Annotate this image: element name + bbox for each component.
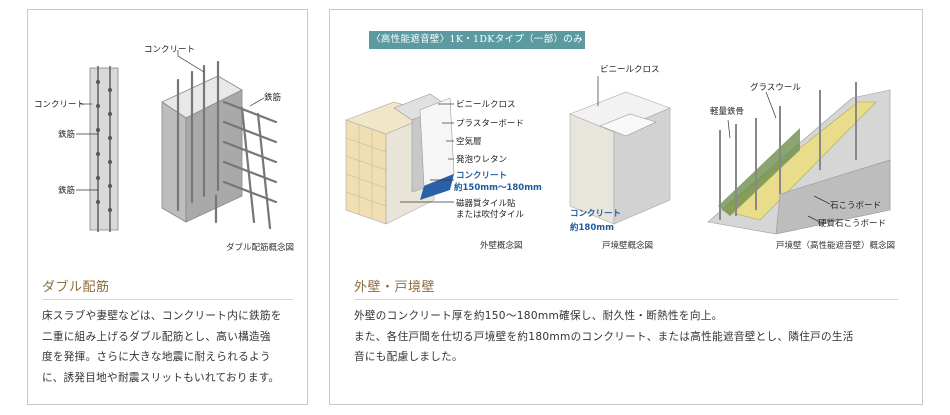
body-double-rebar: 床スラブや妻壁などは、コンクリート内に鉄筋を 二重に組み上げるダブル配筋とし、高… [42, 306, 302, 388]
label-sp-gypsum: 石こうボード [830, 201, 881, 211]
label-rebar-left-2: 鉄筋 [58, 185, 75, 196]
label-part-vinyl: ビニールクロス [600, 65, 660, 75]
wall-illustrations: ビニールクロス プラスターボード 空気層 発泡ウレタン コンクリート 約150m… [345, 65, 895, 251]
soundproof-wall-figure [707, 82, 891, 235]
caption-exterior: 外壁概念図 [480, 240, 523, 251]
exterior-wall-figure [345, 93, 455, 225]
heading-divider [42, 299, 293, 300]
label-ext-vinyl: ビニールクロス [456, 100, 516, 110]
double-rebar-panel: コンクリート 鉄筋 コンクリート 鉄筋 鉄筋 ダブル配筋概念図 ダブル配筋 床ス… [27, 9, 308, 405]
soundproof-badge: 〈高性能遮音壁〉1K・1DKタイプ（一部）のみ [369, 31, 585, 49]
label-rebar-left-1: 鉄筋 [58, 129, 75, 140]
wall-panel: ビニールクロス プラスターボード 空気層 発泡ウレタン コンクリート 約150m… [329, 9, 923, 405]
caption-double-rebar: ダブル配筋概念図 [226, 242, 294, 253]
body-line: 床スラブや妻壁などは、コンクリート内に鉄筋を [42, 310, 282, 322]
label-concrete-top: コンクリート [144, 45, 195, 55]
body-line: に、誘発目地や耐震スリットもいれております。 [42, 371, 280, 384]
label-ext-thickness: 約150mm～180mm [454, 182, 542, 193]
caption-soundproof: 戸境壁（高性能遮音壁）概念図 [776, 240, 895, 251]
label-sp-light-steel: 軽量鉄骨 [710, 106, 744, 117]
label-ext-concrete: コンクリート [456, 170, 507, 181]
label-sp-glass-wool: グラスウール [750, 82, 801, 93]
body-line: 音にも配慮しました。 [354, 351, 463, 363]
label-ext-plaster: プラスターボード [456, 119, 524, 129]
body-line: 外壁のコンクリート厚を約150～180mm確保し、耐久性・断熱性を向上。 [354, 310, 723, 322]
label-ext-urethane: 発泡ウレタン [456, 154, 507, 165]
heading-divider [354, 299, 898, 300]
label-ext-tile-1: 磁器質タイル貼 [456, 198, 516, 209]
label-ext-air: 空気層 [456, 136, 482, 147]
label-part-concrete: コンクリート [570, 208, 621, 219]
partition-wall-figure [569, 91, 671, 225]
heading-walls: 外壁・戸境壁 [354, 280, 436, 295]
label-concrete-left: コンクリート [34, 100, 85, 110]
body-line: 二重に組み上げるダブル配筋とし、高い構造強 [42, 330, 271, 343]
label-ext-tile-2: または吹付タイル [456, 209, 525, 220]
caption-partition: 戸境壁概念図 [602, 240, 653, 251]
label-sp-hard-gypsum: 硬質石こうボード [818, 218, 886, 229]
heading-double-rebar: ダブル配筋 [42, 280, 110, 295]
body-line: また、各住戸間を仕切る戸境壁を約180mmのコンクリート、または高性能遮音壁とし… [354, 330, 854, 343]
slab-section [89, 67, 119, 231]
body-line: 度を発揮。さらに大きな地震に耐えられるよう [42, 351, 271, 363]
label-rebar-right: 鉄筋 [264, 92, 281, 103]
double-rebar-illustration: コンクリート 鉄筋 コンクリート 鉄筋 鉄筋 ダブル配筋概念図 [34, 45, 294, 253]
body-walls: 外壁のコンクリート厚を約150～180mm確保し、耐久性・断熱性を向上。 また、… [354, 306, 914, 368]
label-part-thickness: 約180mm [570, 222, 614, 233]
